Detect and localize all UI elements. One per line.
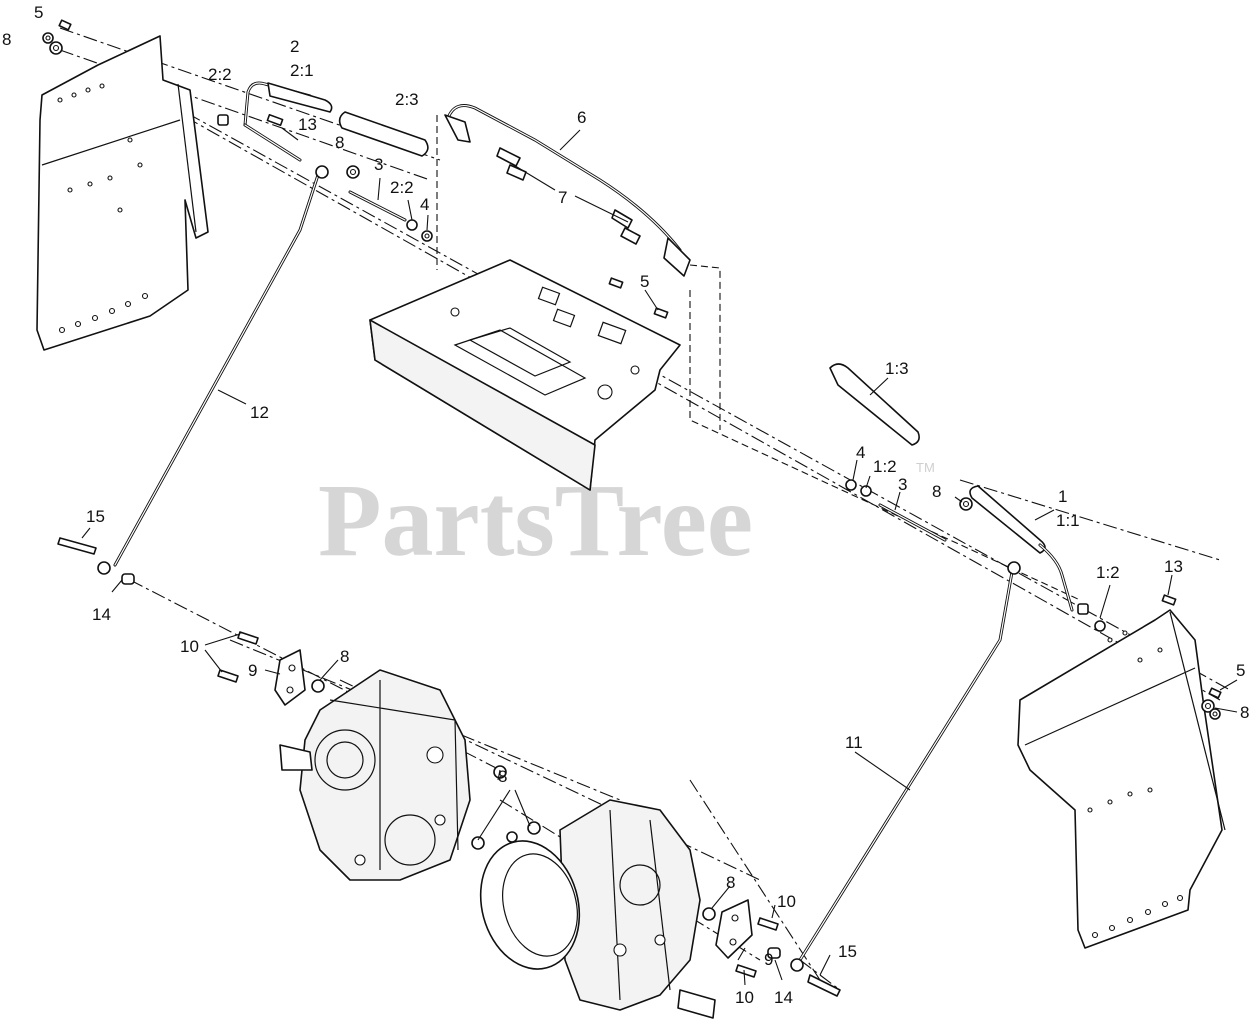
callout-2: 2 (290, 37, 299, 56)
callout-10: 10 (777, 892, 796, 911)
callout-8: 8 (932, 482, 941, 501)
callout-5: 5 (1236, 661, 1245, 680)
callout-4: 4 (420, 195, 429, 214)
watermark-tm: TM (916, 460, 935, 475)
callout-2-2: 2:2 (390, 178, 414, 197)
right-transmission (479, 799, 716, 1019)
watermark: PartsTree TM (318, 460, 935, 578)
callout-3: 3 (898, 475, 907, 494)
callout-5: 5 (640, 272, 649, 291)
center-control-panel (369, 259, 681, 491)
callout-5: 5 (34, 3, 43, 22)
callout-15: 15 (86, 507, 105, 526)
callout-1-1: 1:1 (1056, 511, 1080, 530)
callout-2-3: 2:3 (395, 90, 419, 109)
callout-1: 1 (1058, 487, 1067, 506)
center-control-handle (444, 104, 691, 277)
left-link-rod (57, 165, 329, 585)
left-transmission (279, 669, 471, 881)
callout-8: 8 (340, 647, 349, 666)
callout-9: 9 (764, 950, 773, 969)
right-control-handle (829, 363, 1089, 615)
right-link-rod (767, 561, 1021, 997)
callout-9: 9 (248, 661, 257, 680)
callout-8: 8 (1240, 703, 1249, 722)
callout-14: 14 (774, 988, 793, 1007)
callout-2-2: 2:2 (208, 65, 232, 84)
leader-lines (81, 127, 1238, 986)
callout-12: 12 (250, 403, 269, 422)
callout-1-2: 1:2 (1096, 563, 1120, 582)
watermark-text: PartsTree (318, 463, 753, 578)
pivot-rods (348, 190, 947, 542)
callout-2-1: 2:1 (290, 61, 314, 80)
callout-11: 11 (845, 733, 863, 752)
left-side-plate (36, 35, 209, 351)
callout-1-3: 1:3 (885, 359, 909, 378)
callout-8: 8 (2, 30, 11, 49)
callout-8: 8 (498, 767, 507, 786)
callout-6: 6 (577, 108, 586, 127)
right-side-plate (1017, 609, 1226, 949)
callout-15: 15 (838, 942, 857, 961)
callout-3: 3 (374, 155, 383, 174)
callout-7: 7 (558, 188, 567, 207)
brackets (217, 631, 779, 978)
callouts: 5 8 2 2:1 2:2 2:3 13 8 3 2:2 4 6 7 5 12 … (2, 3, 1249, 1007)
callout-10: 10 (735, 988, 754, 1007)
callout-13: 13 (298, 115, 317, 134)
callout-14: 14 (92, 605, 111, 624)
callout-10: 10 (180, 637, 199, 656)
callout-13: 13 (1164, 557, 1183, 576)
callout-8: 8 (726, 873, 735, 892)
left-control-handle (217, 81, 429, 162)
callout-1-2: 1:2 (873, 457, 897, 476)
callout-8: 8 (335, 133, 344, 152)
callout-4: 4 (856, 443, 865, 462)
